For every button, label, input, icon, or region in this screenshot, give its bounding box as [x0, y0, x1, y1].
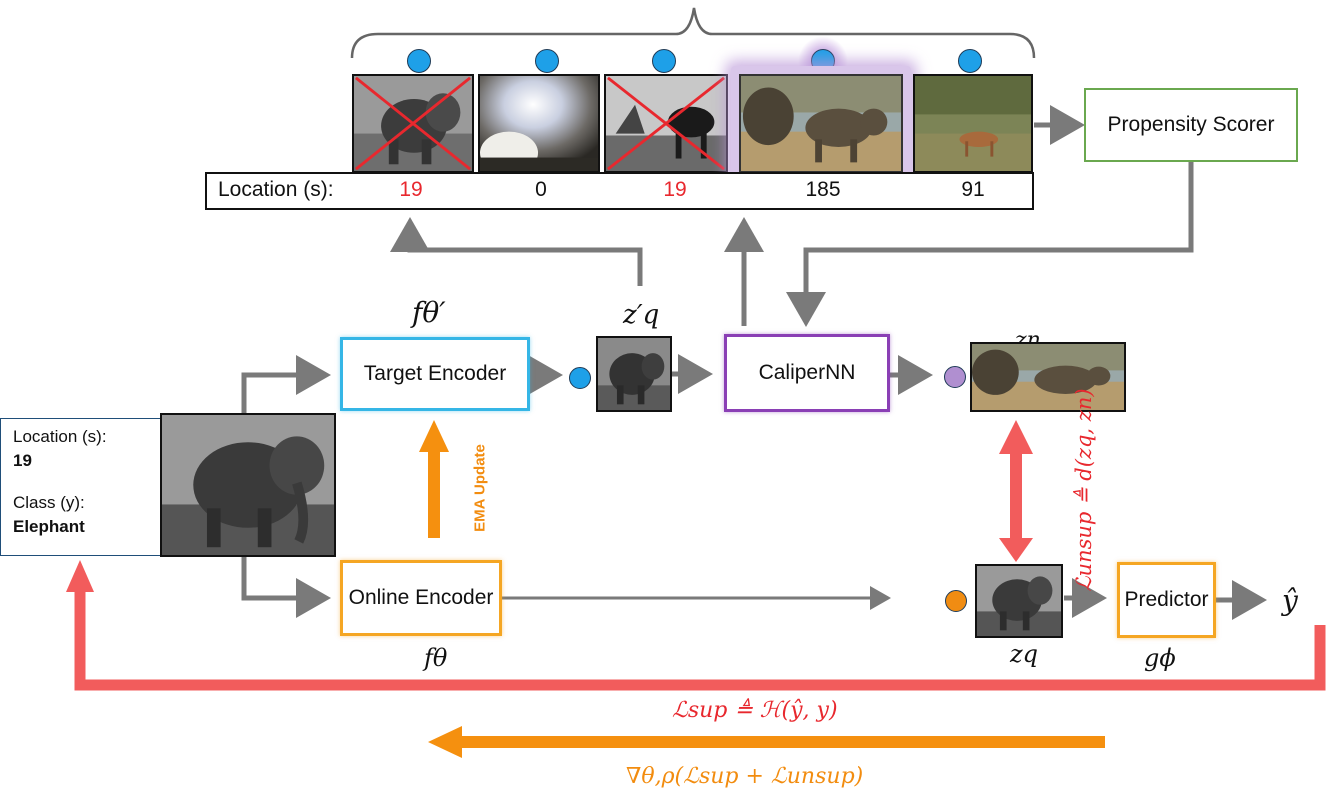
caliper-output-dot [944, 366, 966, 388]
strip-image-sunlight [478, 74, 600, 173]
location-value-3: 19 [663, 178, 687, 201]
f-theta-label: fθ [424, 644, 448, 672]
info-class-value: Elephant [13, 517, 85, 536]
f-theta-prime-label: fθ′ [412, 296, 446, 329]
strip-image-deer [913, 74, 1033, 173]
unsup-loss-label: ℒunsup ≜ d(zq, zn) [1072, 388, 1096, 592]
location-value-2: 0 [535, 178, 547, 201]
strip-image-elephants-color [739, 74, 903, 173]
info-class-label: Class (y): [13, 493, 85, 512]
sup-loss-arrow [74, 590, 1326, 691]
location-bar [205, 172, 1034, 210]
ema-arrow-shaft [428, 450, 440, 538]
sup-loss-label: ℒsup ≜ ℋ(ŷ, y) [672, 698, 838, 723]
propensity-scorer-box: Propensity Scorer [1084, 88, 1298, 162]
unsup-arrow-head-top [999, 420, 1033, 454]
caliper-nn-box: CaliperNN [724, 334, 890, 412]
location-value-1: 19 [399, 178, 423, 201]
arrow-propensity-to-caliper [786, 162, 1194, 327]
arrow-input-to-target [241, 355, 331, 413]
input-info-panel: Location (s): 19 Class (y): Elephant [0, 418, 162, 556]
online-output-dot [945, 590, 967, 612]
y-hat-label: ŷ [1282, 584, 1298, 617]
arrow-input-to-online [241, 557, 331, 618]
target-output-dot [569, 367, 591, 389]
sup-loss-arrow-head [66, 560, 94, 592]
online-encoder-box: Online Encoder [340, 560, 502, 636]
ema-arrow-head [419, 420, 449, 452]
group-brace [350, 7, 1036, 59]
strip-image-cow-crossed [604, 74, 728, 173]
info-location-label: Location (s): [13, 427, 107, 446]
target-encoder-box: Target Encoder [340, 337, 530, 411]
location-bar-label: Location (s): [218, 178, 334, 201]
z-q-image [975, 564, 1063, 638]
unsup-arrow-head-bottom [999, 538, 1033, 562]
arrow-zq-prime-to-strip [390, 217, 643, 286]
z-q-prime-label: z′q [623, 300, 660, 330]
location-value-4: 185 [805, 178, 841, 201]
gradient-arrow-shaft [460, 736, 1105, 748]
strip-dot-3 [652, 49, 676, 73]
info-location-value: 19 [13, 451, 32, 470]
z-q-label: zq [1010, 640, 1039, 668]
z-n-image [970, 342, 1126, 412]
gradient-label: ∇θ,ρ(ℒsup + ℒunsup) [626, 764, 864, 789]
gradient-arrow-head [428, 726, 462, 758]
strip-dot-1 [407, 49, 431, 73]
strip-image-elephant-crossed [352, 74, 474, 173]
predictor-box: Predictor [1117, 562, 1216, 638]
strip-dot-5 [958, 49, 982, 73]
input-elephant-image [160, 413, 336, 557]
strip-dot-2 [535, 49, 559, 73]
z-q-prime-image [596, 336, 672, 412]
g-phi-label: gϕ [1144, 644, 1176, 672]
location-value-5: 91 [961, 178, 985, 201]
ema-update-label: EMA Update [471, 444, 489, 532]
unsup-arrow-shaft [1010, 452, 1022, 540]
